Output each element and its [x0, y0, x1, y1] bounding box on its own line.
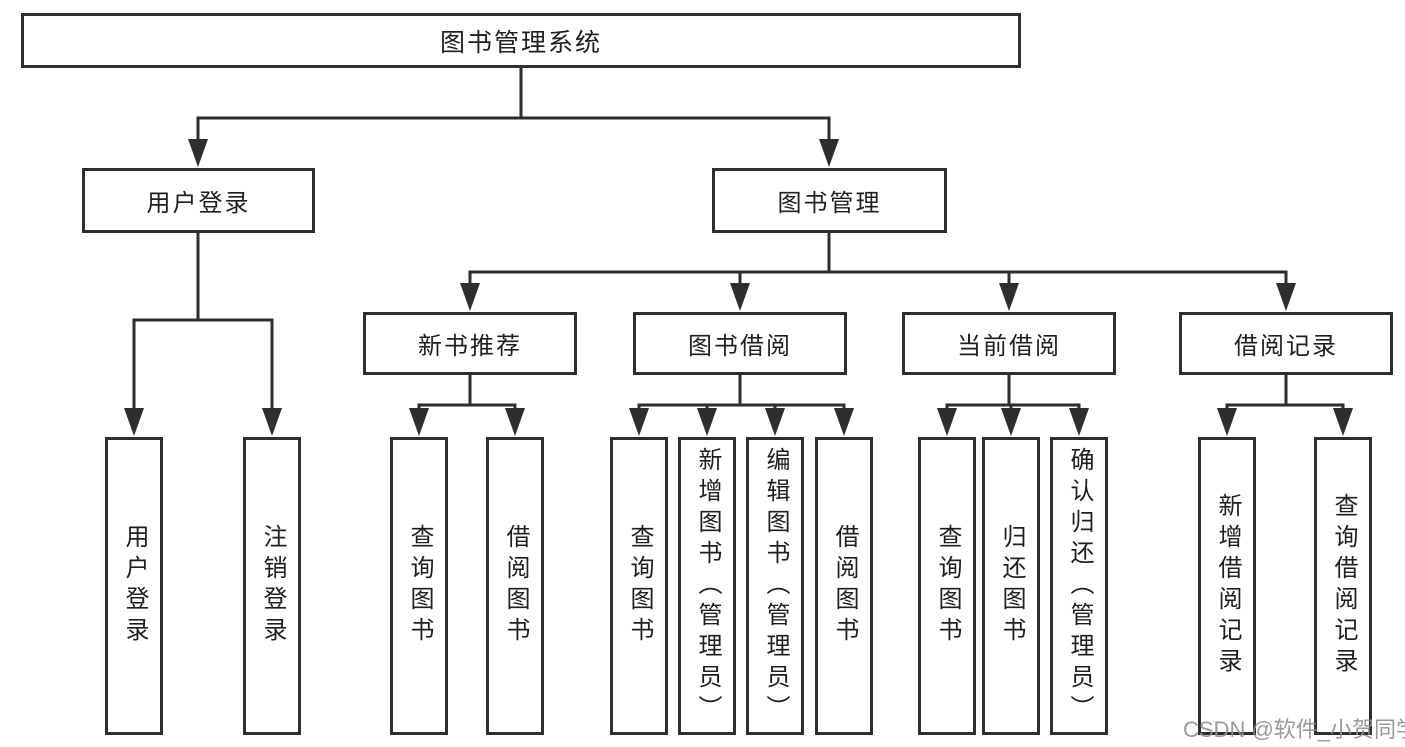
- leaf-user-login: 用户登录: [105, 437, 163, 735]
- leaf-logout-label: 注销登录: [259, 524, 286, 648]
- leaf-borrow-books-recommend: 借阅图书: [486, 437, 544, 735]
- node-book-borrowing: 图书借阅: [633, 312, 847, 375]
- leaf-borrow-books-borrowing: 借阅图书: [815, 437, 873, 735]
- node-new-book-recommend-label: 新书推荐: [418, 333, 522, 360]
- node-book-management-label: 图书管理: [777, 190, 882, 217]
- node-book-management: 图书管理: [712, 168, 947, 233]
- node-borrowing-records: 借阅记录: [1179, 312, 1393, 375]
- leaf-query-books-current-label: 查询图书: [934, 524, 961, 648]
- node-library-system-label: 图书管理系统: [439, 28, 602, 57]
- node-user-login: 用户登录: [82, 168, 315, 233]
- leaf-borrow-books-borrowing-label: 借阅图书: [831, 524, 858, 648]
- leaf-borrow-books-recommend-label: 借阅图书: [502, 524, 529, 648]
- leaf-edit-book-admin-label: 编辑图书（管理员）: [762, 446, 789, 726]
- node-user-login-label: 用户登录: [146, 190, 251, 217]
- node-new-book-recommend: 新书推荐: [363, 312, 577, 375]
- leaf-query-books-borrowing: 查询图书: [610, 437, 668, 735]
- leaf-edit-book-admin: 编辑图书（管理员）: [746, 437, 804, 735]
- leaf-query-books-borrowing-label: 查询图书: [626, 524, 653, 648]
- leaf-query-borrow-record-label: 查询借阅记录: [1330, 493, 1357, 679]
- leaf-add-book-admin: 新增图书（管理员）: [678, 437, 736, 735]
- arrowhead-icons: [124, 139, 1353, 436]
- node-current-borrowing: 当前借阅: [902, 312, 1116, 375]
- leaf-return-book-label: 归还图书: [998, 524, 1025, 648]
- leaf-query-books-recommend: 查询图书: [390, 437, 448, 735]
- leaf-query-books-recommend-label: 查询图书: [406, 524, 433, 648]
- node-book-borrowing-label: 图书借阅: [688, 333, 792, 360]
- leaf-query-borrow-record: 查询借阅记录: [1314, 437, 1372, 735]
- leaf-add-borrow-record-label: 新增借阅记录: [1214, 493, 1241, 679]
- leaf-query-books-current: 查询图书: [918, 437, 976, 735]
- node-current-borrowing-label: 当前借阅: [957, 333, 1061, 360]
- node-library-system: 图书管理系统: [21, 13, 1021, 68]
- leaf-add-borrow-record: 新增借阅记录: [1198, 437, 1256, 735]
- node-borrowing-records-label: 借阅记录: [1234, 333, 1338, 360]
- csdn-watermark: CSDN @软件_小贺同学: [1183, 717, 1405, 742]
- leaf-confirm-return-admin-label: 确认归还（管理员）: [1066, 446, 1093, 726]
- leaf-return-book: 归还图书: [982, 437, 1040, 735]
- leaf-confirm-return-admin: 确认归还（管理员）: [1050, 437, 1108, 735]
- leaf-logout: 注销登录: [243, 437, 301, 735]
- leaf-add-book-admin-label: 新增图书（管理员）: [694, 446, 721, 726]
- leaf-user-login-label: 用户登录: [121, 524, 148, 648]
